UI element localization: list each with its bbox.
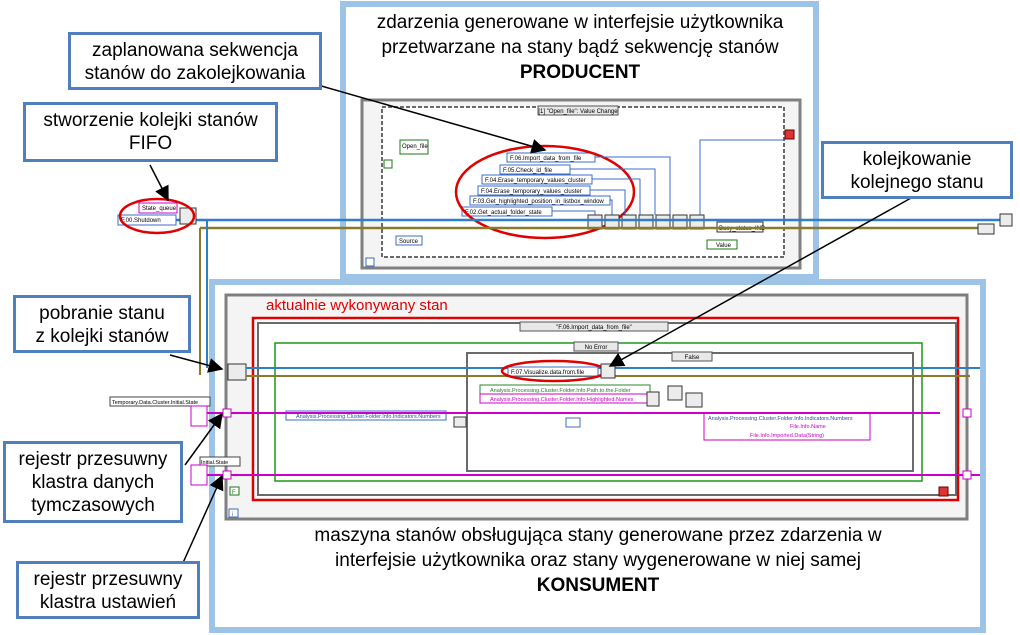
source-node (395, 235, 423, 246)
f-constant-text: F (232, 490, 236, 496)
event-selector-text: [1] "Open_file": Value Change (538, 109, 618, 115)
annotation-dequeue: pobranie stanu z kolejki stanów (13, 295, 191, 353)
annotation-settings-register-line2: klastra ustawień (39, 592, 177, 613)
annotation-planned-sequence-line1: zaplanowana sekwencja (92, 40, 298, 61)
annotation-create-queue: stworzenie kolejki stanów FIFO (23, 102, 278, 162)
visualize-text: F.07.Visualize.data.from.file (511, 370, 585, 376)
consumer-stop-terminal (938, 486, 949, 497)
sr-right-temp (962, 408, 972, 418)
indicators-numbers-2-text: Analysis.Processing.Cluster.Folder.Info.… (708, 416, 853, 422)
false-text: False (685, 355, 700, 361)
arrow-temp-register (184, 412, 223, 466)
annotation-create-queue-line2: FIFO (128, 133, 173, 154)
state-const-1-text: F.05.Check_id_file (503, 168, 553, 174)
temp-cluster-text: Temporary.Data.Cluster.Initial.State (112, 400, 198, 406)
temp-cluster-const (109, 396, 211, 407)
indicators-numbers-node (285, 410, 447, 421)
f-constant-consumer (229, 486, 240, 496)
index-array-node (646, 391, 660, 407)
arrow-settings-register (181, 474, 224, 566)
producer-caption-line1: zdarzenia generowane w interfejsie użytk… (376, 12, 784, 33)
producer-loop-i (365, 257, 375, 267)
shutdown-text: F.00.Shutdown (121, 218, 161, 224)
producer-title: PRODUCENT (519, 62, 641, 83)
consumer-caption-line1: maszyna stanów obsługująca stany generow… (314, 525, 882, 546)
state-queue-const[interactable] (138, 202, 178, 214)
producer-caption-line2: przetwarzane na stany bądź sekwencję sta… (381, 37, 779, 58)
consumer-caption: maszyna stanów obsługująca stany generow… (216, 523, 980, 598)
open-file-terminal[interactable] (399, 139, 429, 155)
consumer-title: KONSUMENT (536, 575, 660, 596)
annotation-temp-register-line1: rejestr przesuwny (18, 449, 168, 470)
compare-node (453, 416, 467, 428)
annotation-enqueue-next: kolejkowanie kolejnego stanu (821, 141, 1013, 199)
state-const-5-text: F.02.Get_actual_folder_state (465, 210, 542, 216)
no-error-text: No Error (585, 345, 608, 351)
annotation-temp-register-line2: klastra danych (31, 472, 155, 493)
annotation-temp-register-line3: tymczasowych (31, 495, 155, 516)
file-info-imported-text: File.Info.Imported.Data(String) (750, 433, 824, 439)
consumer-loop-i (228, 508, 239, 518)
release-queue-node (999, 213, 1013, 227)
shutdown-const[interactable] (117, 214, 177, 226)
consumer-frame (209, 279, 986, 633)
arrow-dequeue (169, 354, 224, 373)
annotation-create-queue-line1: stworzenie kolejki stanów (43, 110, 258, 131)
annotation-settings-register-line1: rejestr przesuwny (33, 569, 183, 590)
no-error-selector[interactable] (573, 341, 619, 352)
annotation-dequeue-line2: z kolejki stanów (35, 326, 169, 347)
sr-right-settings (962, 470, 972, 480)
state-queue-text: State_queue (142, 206, 177, 212)
source-text: Source (399, 239, 419, 245)
event-selector[interactable] (537, 105, 619, 116)
dequeue-node (227, 363, 247, 381)
numeric-const (565, 417, 581, 428)
read-file-node (685, 392, 703, 408)
sr-left-temp (222, 408, 232, 418)
f-constant-producer (383, 159, 393, 169)
annotation-dequeue-line1: pobranie stanu (39, 303, 165, 324)
producer-caption: zdarzenia generowane w interfejsie użytk… (347, 10, 813, 85)
visualize-const[interactable] (507, 366, 599, 377)
settings-shift-register (190, 464, 208, 486)
annotation-planned-sequence: zaplanowana sekwencja stanów do zakolejk… (68, 32, 322, 90)
highlighted-names-text: Analysis.Processing.Cluster.Folder.Info.… (490, 397, 634, 403)
indicators-numbers-text: Analysis.Processing.Cluster.Folder.Info.… (296, 414, 441, 420)
annotation-temp-register: rejestr przesuwny klastra danych tymczas… (3, 441, 183, 523)
producer-frame (340, 1, 819, 280)
annotation-enqueue-next-line2: kolejnego stanu (850, 172, 984, 193)
merge-errors-node (977, 223, 995, 235)
initial-state-text: Initial.State (201, 460, 228, 466)
producer-wires (552, 139, 785, 215)
enqueue-visualize-node (600, 363, 616, 379)
arrow-create-queue (149, 164, 169, 202)
build-path-node (667, 385, 683, 401)
state-const-0-text: F.06.Import_data_from_file (510, 156, 582, 162)
case-selector[interactable] (519, 321, 669, 332)
case-selector-text: "F.06.Import_data_from_file" (556, 325, 632, 331)
initial-state-const (199, 456, 241, 467)
state-const-2-text: F.04.Erase_temporary_values_cluster (485, 178, 586, 184)
stop-terminal[interactable] (784, 129, 795, 140)
state-const-4-text: F.03.Get_highlighted_position_in_listbox… (473, 199, 604, 205)
temp-cluster-shift-register (190, 405, 208, 427)
current-state-label: aktualnie wykonywany stan (266, 297, 448, 314)
arrow-enqueue-next (608, 192, 921, 367)
file-info-name-text: File.Info.Name (790, 424, 826, 430)
state-constants: F.06.Import_data_from_file F.05.Check_id… (461, 152, 611, 217)
value-text: Value (716, 243, 732, 249)
value-node (706, 239, 738, 250)
false-selector[interactable] (671, 351, 713, 362)
open-file-text: Open_file (402, 144, 428, 150)
state-const-3-text: F.04.Erase_temporary_values_cluster (481, 189, 582, 195)
consumer-caption-line2: interfejsie użytkownika oraz stany wygen… (335, 550, 861, 571)
annotation-enqueue-next-line1: kolejkowanie (862, 149, 972, 170)
sr-left-settings (222, 470, 232, 480)
annotation-planned-sequence-line2: stanów do zakolejkowania (84, 63, 306, 84)
annotation-settings-register: rejestr przesuwny klastra ustawień (16, 561, 200, 619)
consumer-loop-i-text: i (232, 512, 233, 518)
path-to-folder-text: Analysis.Processing.Cluster.Folder.Info.… (490, 388, 631, 394)
enqueue-chain (587, 214, 705, 230)
